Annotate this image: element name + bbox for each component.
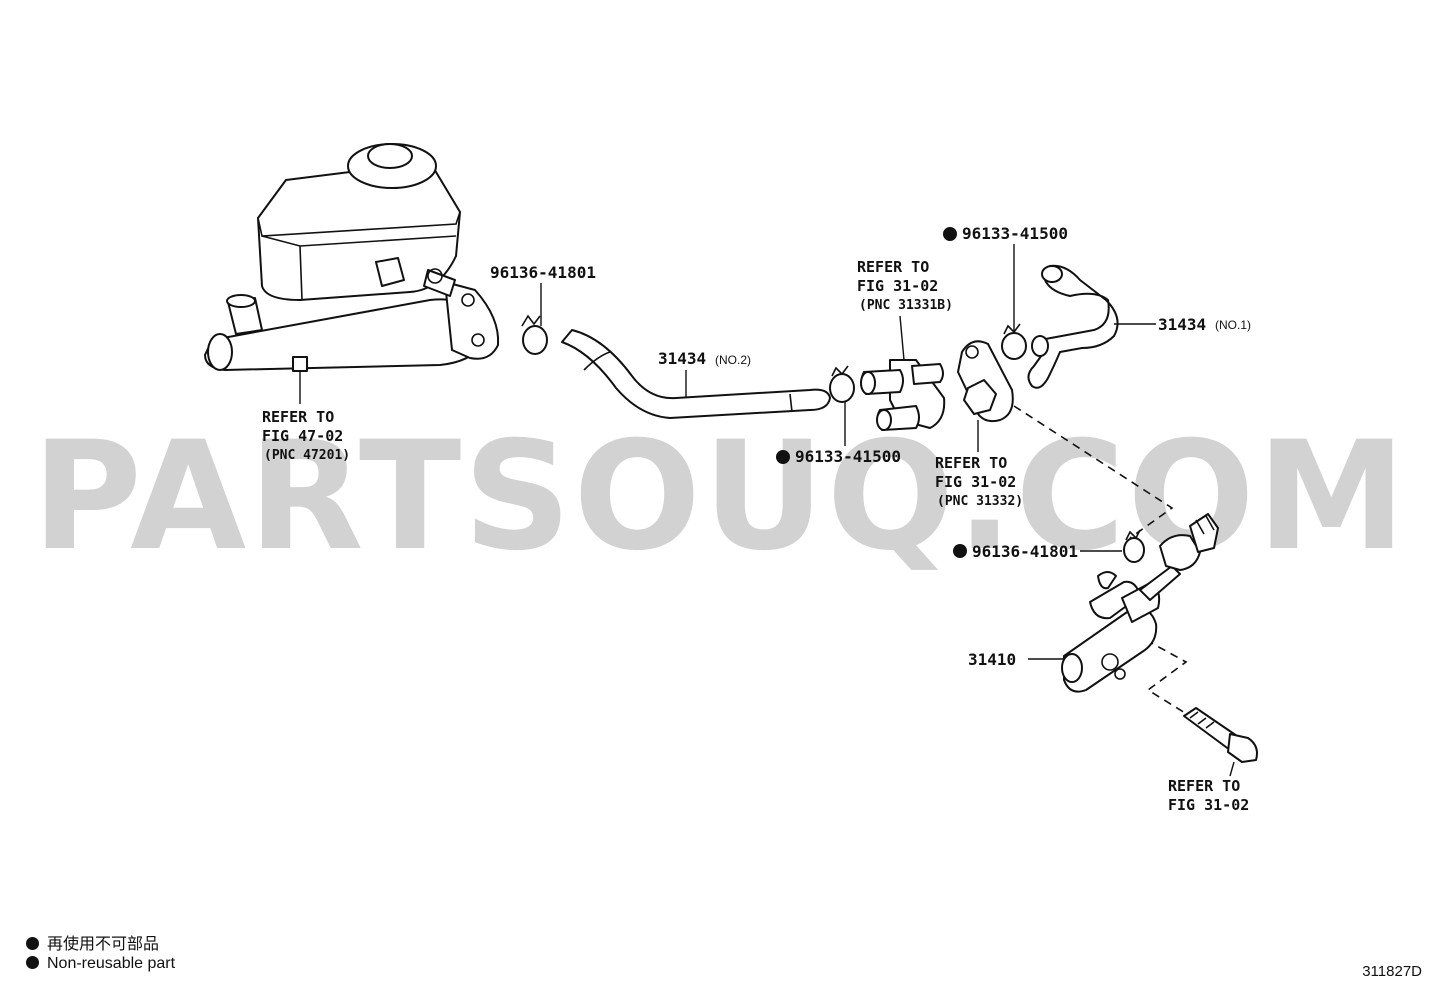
svg-text:FIG 47-02: FIG 47-02 [262, 427, 343, 445]
hose-no2: 31434 (NO.2) [561, 329, 831, 419]
legend-japanese: 再使用不可部品 [26, 930, 159, 954]
svg-text:96136-41801: 96136-41801 [490, 263, 596, 282]
svg-text:(NO.2): (NO.2) [715, 353, 751, 367]
clutch-cylinder: 31410 [968, 513, 1219, 693]
assembly-dashed-line [1013, 405, 1174, 539]
svg-text:96136-41801: 96136-41801 [972, 542, 1078, 561]
union-fitting: REFER TO FIG 31-02 (PNC 31331B) [857, 258, 953, 431]
svg-text:FIG 31-02: FIG 31-02 [935, 473, 1016, 491]
bolt-dashed-line [1145, 639, 1191, 717]
svg-text:FIG 31-02: FIG 31-02 [857, 277, 938, 295]
hose-no1: 31434 (NO.1) [1027, 264, 1251, 389]
clamp-middle: 96133-41500 [776, 365, 901, 466]
clamp-lower-right: 96136-41801 [953, 529, 1145, 563]
svg-text:96133-41500: 96133-41500 [962, 224, 1068, 243]
svg-text:REFER TO: REFER TO [1168, 777, 1240, 795]
svg-text:31434: 31434 [1158, 315, 1206, 334]
svg-text:REFER TO: REFER TO [262, 408, 334, 426]
legend-japanese-text: 再使用不可部品 [47, 934, 160, 953]
clamp-left: 96136-41801 [490, 263, 596, 355]
figure-code: 311827D [1362, 963, 1422, 980]
bracket-plate: REFER TO FIG 31-02 (PNC 31332) [935, 340, 1023, 509]
svg-text:31410: 31410 [968, 650, 1016, 669]
clamp-top-right: 96133-41500 [943, 224, 1068, 360]
svg-text:(PNC 31332): (PNC 31332) [937, 494, 1023, 509]
svg-text:(PNC 47201): (PNC 47201) [264, 448, 350, 463]
svg-text:FIG 31-02: FIG 31-02 [1168, 796, 1249, 814]
bolt: REFER TO FIG 31-02 [1168, 707, 1258, 814]
svg-text:(NO.1): (NO.1) [1215, 318, 1251, 332]
legend-english: Non-reusable part [26, 955, 175, 973]
svg-text:96133-41500: 96133-41500 [795, 447, 901, 466]
svg-text:31434: 31434 [658, 349, 706, 368]
watermark: PARTSOUQ.COM [32, 410, 1408, 584]
non-reusable-dot-icon [26, 956, 39, 969]
svg-text:REFER TO: REFER TO [935, 454, 1007, 472]
master-cylinder [204, 143, 500, 404]
legend-english-text: Non-reusable part [47, 955, 176, 972]
svg-text:REFER TO: REFER TO [857, 258, 929, 276]
svg-text:(PNC 31331B): (PNC 31331B) [859, 298, 953, 313]
non-reusable-dot-icon [26, 937, 39, 950]
master-cylinder-reference: REFER TO FIG 47-02 (PNC 47201) [262, 408, 350, 463]
